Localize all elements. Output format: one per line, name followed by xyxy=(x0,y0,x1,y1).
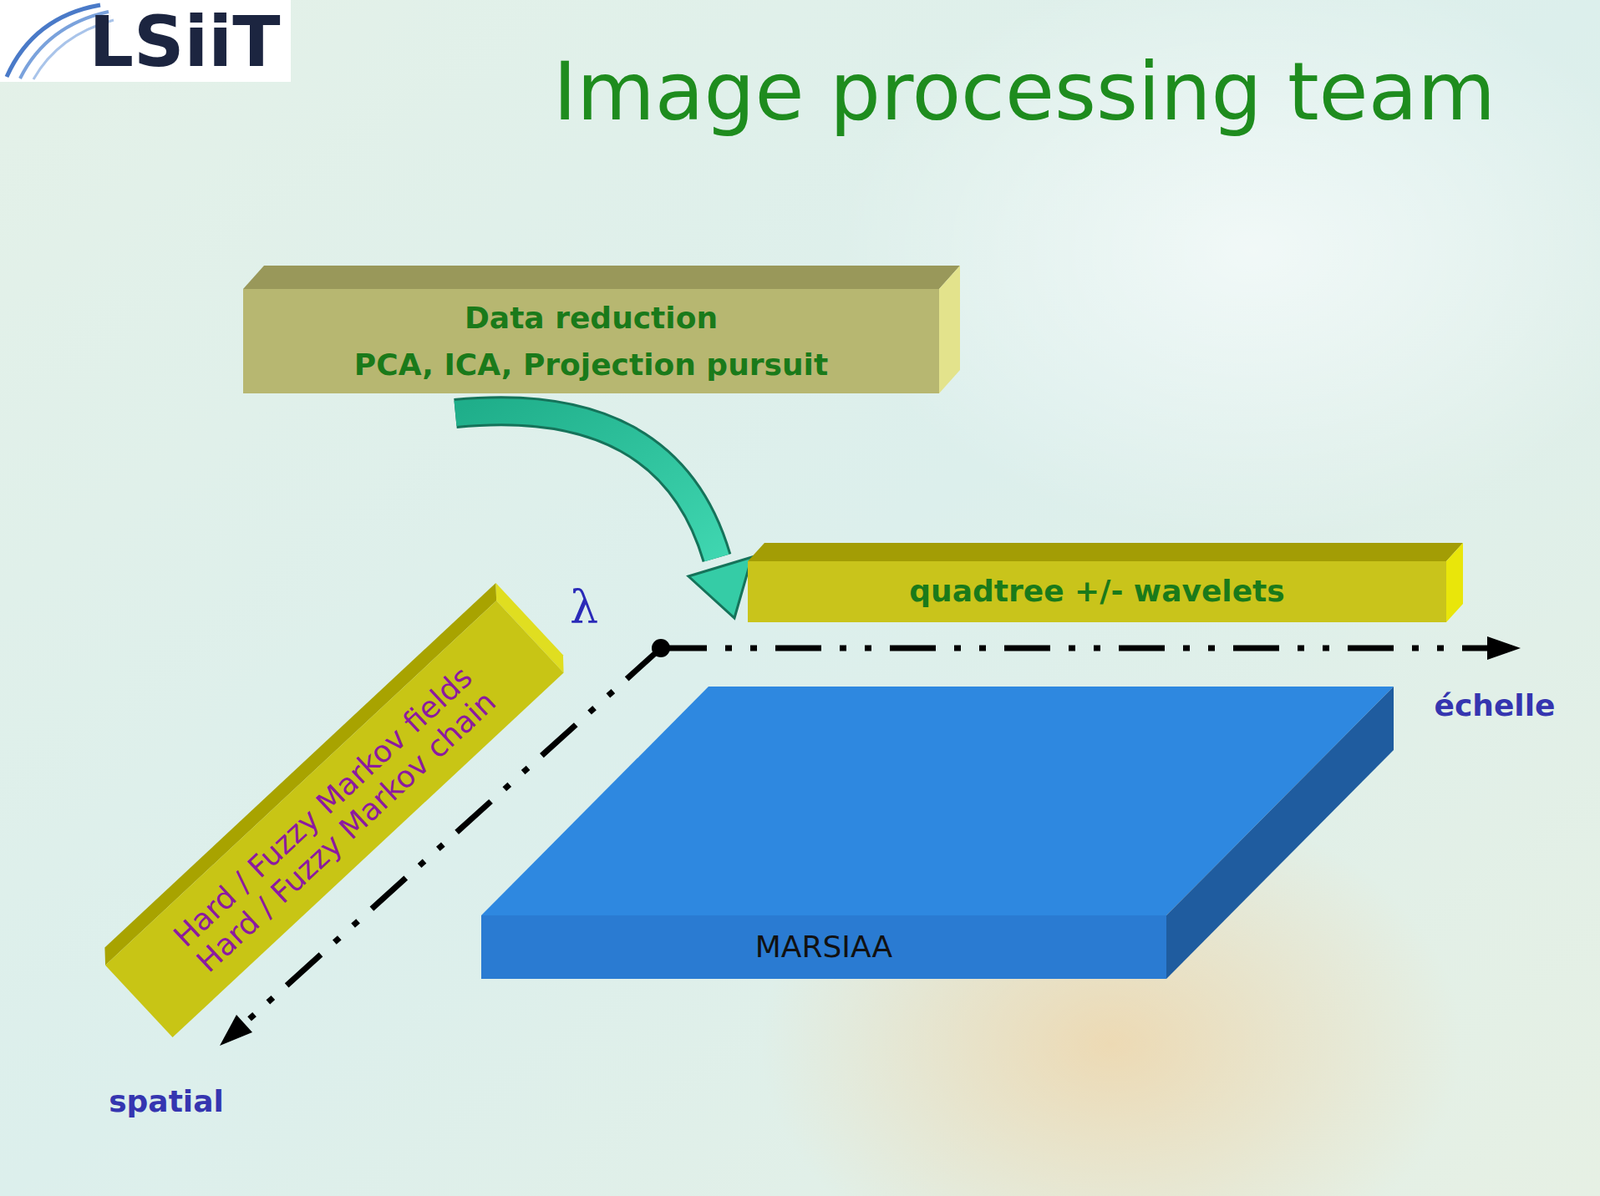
data-reduction-box: Data reductionPCA, ICA, Projection pursu… xyxy=(243,265,960,394)
box-text: Hard / Fuzzy Markov fields xyxy=(167,659,479,954)
axis-origin xyxy=(651,639,671,658)
curved-arrowhead xyxy=(688,557,752,619)
axis-label: échelle xyxy=(1434,689,1556,723)
quadtree-box: quadtree +/- wavelets xyxy=(747,543,1463,623)
box-front-face xyxy=(481,915,1167,980)
box-front-face xyxy=(243,289,940,394)
axis-label: spatial xyxy=(108,1085,224,1119)
logo-swoosh xyxy=(6,5,101,77)
box-side-face xyxy=(1446,543,1463,623)
axis-arrowhead xyxy=(1487,636,1521,661)
box-text: quadtree +/- wavelets xyxy=(909,572,1285,612)
box-front-face xyxy=(747,561,1447,623)
box-side-face xyxy=(939,265,960,394)
curved-arrow xyxy=(455,411,717,559)
title: Image processing team xyxy=(553,51,1496,133)
axis-arrowhead xyxy=(219,1015,253,1047)
box-text-area: MARSIAA xyxy=(481,915,1167,980)
box-text: PCA, ICA, Projection pursuit xyxy=(354,341,828,389)
box-text: MARSIAA xyxy=(755,929,893,966)
box-shape xyxy=(481,686,1394,980)
axis-symbol: λ xyxy=(569,582,599,632)
box-top-face xyxy=(243,265,960,290)
scale-axis xyxy=(660,645,1489,652)
logo-background xyxy=(0,0,291,82)
marsiaa-slab: MARSIAA xyxy=(481,686,1394,980)
curved-arrow-outline xyxy=(455,411,717,559)
box-text-area: quadtree +/- wavelets xyxy=(747,561,1447,623)
logo-text: LSiiT xyxy=(89,3,281,81)
box-text: Data reduction xyxy=(464,294,718,342)
box-top-face xyxy=(747,543,1463,562)
box-text-area: Data reductionPCA, ICA, Projection pursu… xyxy=(243,289,940,394)
box-side-face xyxy=(1166,686,1394,980)
